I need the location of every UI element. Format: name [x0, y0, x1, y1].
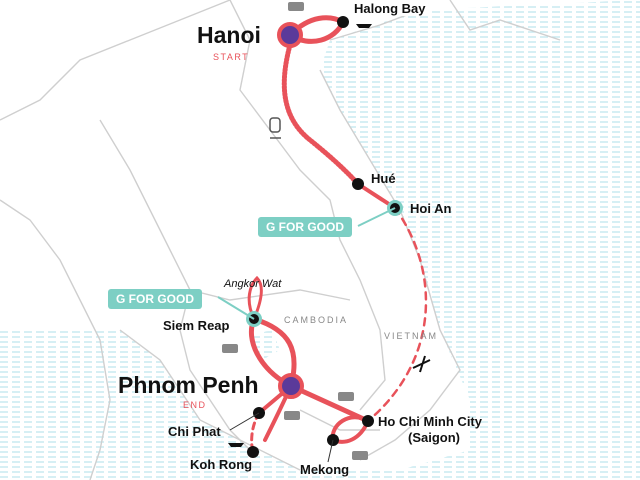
phnom-penh-node	[278, 373, 304, 399]
label-saigon: (Saigon)	[408, 430, 460, 445]
stops	[246, 16, 403, 458]
label-vietnam: VIETNAM	[384, 331, 439, 341]
train-icon	[269, 117, 281, 139]
label-hoi-an: Hoi An	[410, 201, 452, 216]
label-end: END	[183, 400, 207, 410]
label-siem-reap: Siem Reap	[163, 318, 230, 333]
hcmc-node	[362, 415, 374, 427]
label-cambodia: CAMBODIA	[284, 315, 349, 325]
g-for-good-badge: G FOR GOOD	[258, 217, 352, 237]
plane-icon	[412, 355, 431, 373]
label-phnom-penh: Phnom Penh	[118, 372, 259, 398]
label-mekong: Mekong	[300, 462, 350, 477]
label-koh-rong: Koh Rong	[190, 457, 253, 472]
bus-icon	[222, 2, 368, 460]
label-hcmc: Ho Chi Minh City	[378, 414, 482, 429]
hue-node	[352, 178, 364, 190]
g-for-good-badge: G FOR GOOD	[108, 289, 202, 309]
boat-icon	[228, 24, 372, 447]
label-hanoi: Hanoi	[197, 22, 261, 48]
label-angkor-wat: Angkor Wat	[224, 278, 282, 290]
label-start: START	[213, 52, 250, 62]
label-hue: Hué	[371, 171, 396, 186]
halong-node	[337, 16, 349, 28]
hanoi-node	[277, 22, 303, 48]
label-chi-phat: Chi Phat	[168, 424, 221, 439]
kohrong-node	[247, 446, 259, 458]
label-halong-bay: Halong Bay	[352, 1, 428, 16]
borders	[0, 0, 561, 480]
